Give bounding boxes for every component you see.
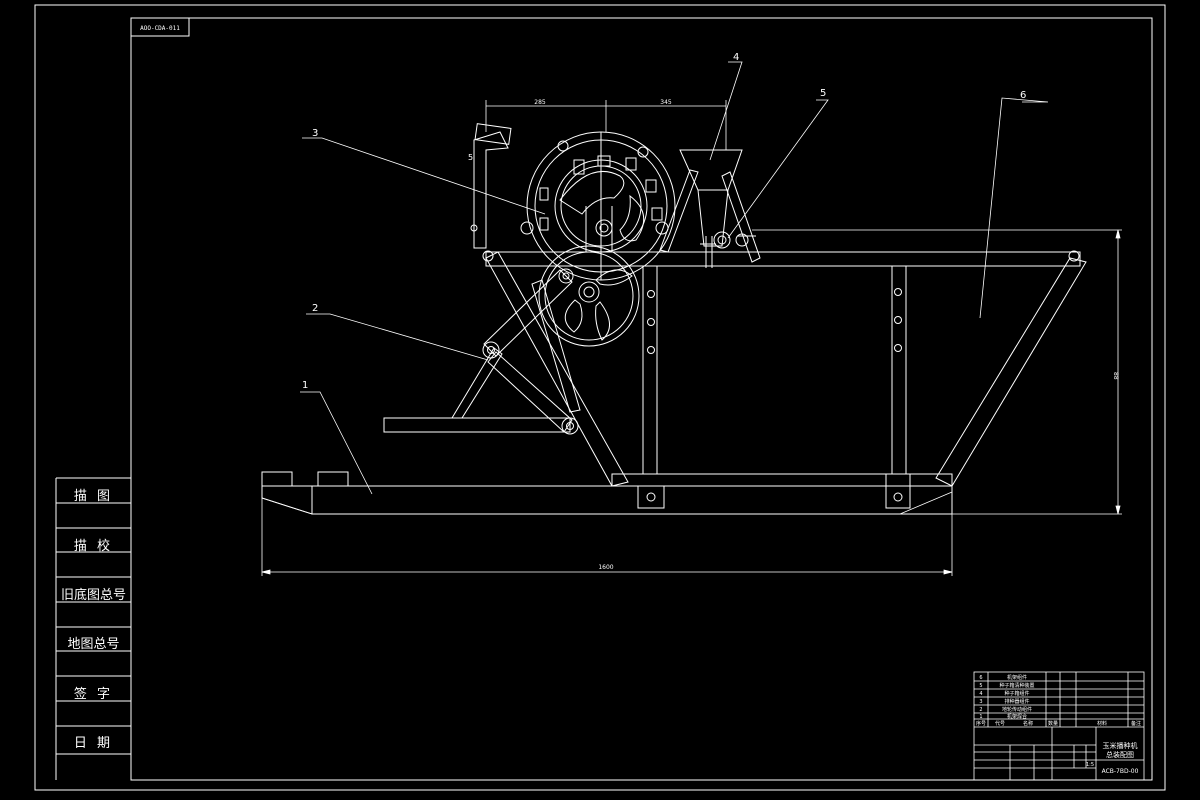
callout-leaders	[300, 61, 1049, 495]
dim-overall-length: 1600	[598, 564, 613, 571]
side-label-map-no: 地图总号	[67, 637, 120, 652]
side-label-trace-check: 描 校	[73, 539, 114, 554]
bom-header-name: 名称	[1023, 720, 1033, 727]
bom-row-2-name: 地轮传动组件	[1002, 706, 1032, 713]
bom-row-6-no: 6	[979, 675, 982, 681]
drawing-scale: 1:5	[1086, 762, 1094, 768]
bom-row-4-name: 种子箱组件	[1004, 690, 1029, 697]
side-label-old-base-no: 旧底图总号	[60, 588, 126, 603]
bom-row-3-no: 3	[979, 699, 982, 705]
side-label-trace: 描 图	[73, 489, 114, 504]
bom-header-material: 材料	[1097, 720, 1107, 727]
code-tag-text: AOO-CDA-011	[140, 25, 180, 32]
callout-2: 2	[312, 303, 318, 314]
callout-3: 3	[312, 128, 318, 139]
drawing-code: ACB-7BD-00	[1102, 768, 1139, 775]
bom-header-code: 代号	[995, 720, 1005, 727]
bom-row-5-name: 种子箱清种装置	[999, 682, 1034, 689]
bom-row-2-no: 2	[979, 707, 982, 713]
side-label-signature: 签 字	[73, 687, 114, 702]
bom-row-4-no: 4	[979, 691, 982, 697]
dim-side-left: 5	[468, 153, 473, 162]
callout-1: 1	[302, 380, 308, 391]
bom-header-no: 序号	[976, 720, 986, 727]
dim-height-right: 88	[1112, 372, 1119, 380]
side-label-date: 日 期	[73, 736, 114, 751]
ground-wheel	[383, 245, 640, 435]
drawing-name: 总装配图	[1106, 750, 1134, 759]
product-name: 玉米播种机	[1103, 741, 1138, 750]
base-beam	[311, 485, 953, 515]
bom-row-6-name: 机架组件	[1007, 674, 1027, 681]
bom-row-5-no: 5	[979, 683, 982, 689]
dimension-lines	[261, 100, 1122, 576]
title-block	[973, 671, 1145, 781]
seed-cleaner	[700, 231, 756, 268]
bom-row-1-no: 1	[979, 714, 982, 720]
inner-frame	[130, 17, 1153, 781]
callout-4: 4	[733, 52, 739, 63]
bom-row-1-name: 机架焊合	[1007, 713, 1027, 720]
dim-top-left: 285	[534, 99, 546, 106]
bom-header-qty: 数量	[1048, 720, 1058, 727]
callout-5: 5	[820, 88, 826, 99]
seed-meter	[520, 131, 676, 281]
bom-row-3-name: 排种器组件	[1004, 698, 1029, 705]
seed-box	[659, 149, 761, 263]
dim-top-right: 345	[660, 99, 672, 106]
callout-6: 6	[1020, 90, 1026, 101]
bom-header-remark: 备注	[1131, 720, 1141, 727]
code-tag-box	[130, 17, 190, 37]
outer-frame	[34, 4, 1166, 791]
